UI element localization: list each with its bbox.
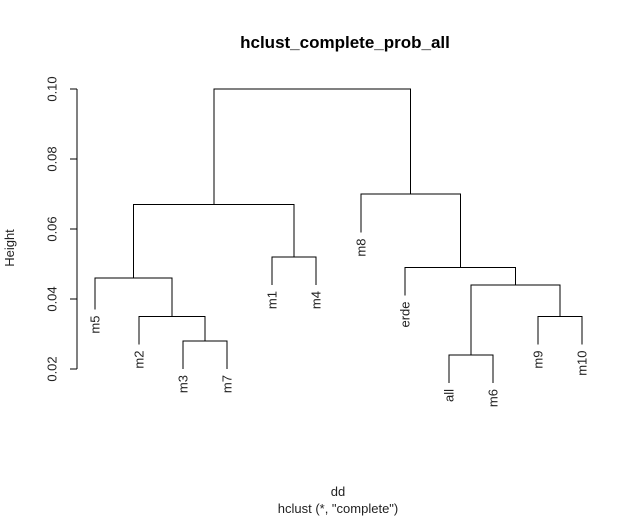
dendrogram-link <box>213 88 412 205</box>
leaf-label: m8 <box>354 239 369 257</box>
dendrogram-link <box>133 204 295 278</box>
dendrogram-link <box>182 340 228 369</box>
y-tick-label: 0.02 <box>45 356 60 381</box>
dendrogram-link <box>448 354 494 383</box>
dendrogram-link <box>470 284 561 355</box>
leaf-label: all <box>442 389 457 402</box>
dendrogram-link <box>94 277 173 317</box>
y-tick-label: 0.08 <box>45 146 60 171</box>
dendrogram-link <box>360 193 461 268</box>
y-tick-label: 0.06 <box>45 216 60 241</box>
dendrogram-link <box>537 316 583 345</box>
y-axis: 0.02 0.04 0.06 0.08 0.10 <box>45 76 78 382</box>
leaf-label: m1 <box>265 291 280 309</box>
leaf-label: m7 <box>220 375 235 393</box>
x-axis-label: dd <box>331 484 345 499</box>
leaf-label: m3 <box>176 375 191 393</box>
dendrogram-link <box>271 256 317 285</box>
leaf-labels: m5 m2 m3 m7 m1 m4 m8 erde all m6 m9 m10 <box>88 239 590 408</box>
leaf-label: m4 <box>309 291 324 309</box>
leaf-label: m5 <box>88 316 103 334</box>
y-tick-label: 0.04 <box>45 286 60 311</box>
dendrogram-link <box>138 316 206 345</box>
leaf-label: m10 <box>575 351 590 376</box>
leaf-label: m9 <box>531 351 546 369</box>
leaf-label: m2 <box>132 351 147 369</box>
chart-title: hclust_complete_prob_all <box>240 33 450 52</box>
dendrogram-links <box>94 88 583 383</box>
y-tick-label: 0.10 <box>45 76 60 101</box>
dendrogram-link <box>404 267 516 296</box>
leaf-label: erde <box>398 302 413 328</box>
y-axis-label: Height <box>2 229 17 267</box>
leaf-label: m6 <box>486 389 501 407</box>
method-sublabel: hclust (*, "complete") <box>278 501 399 516</box>
